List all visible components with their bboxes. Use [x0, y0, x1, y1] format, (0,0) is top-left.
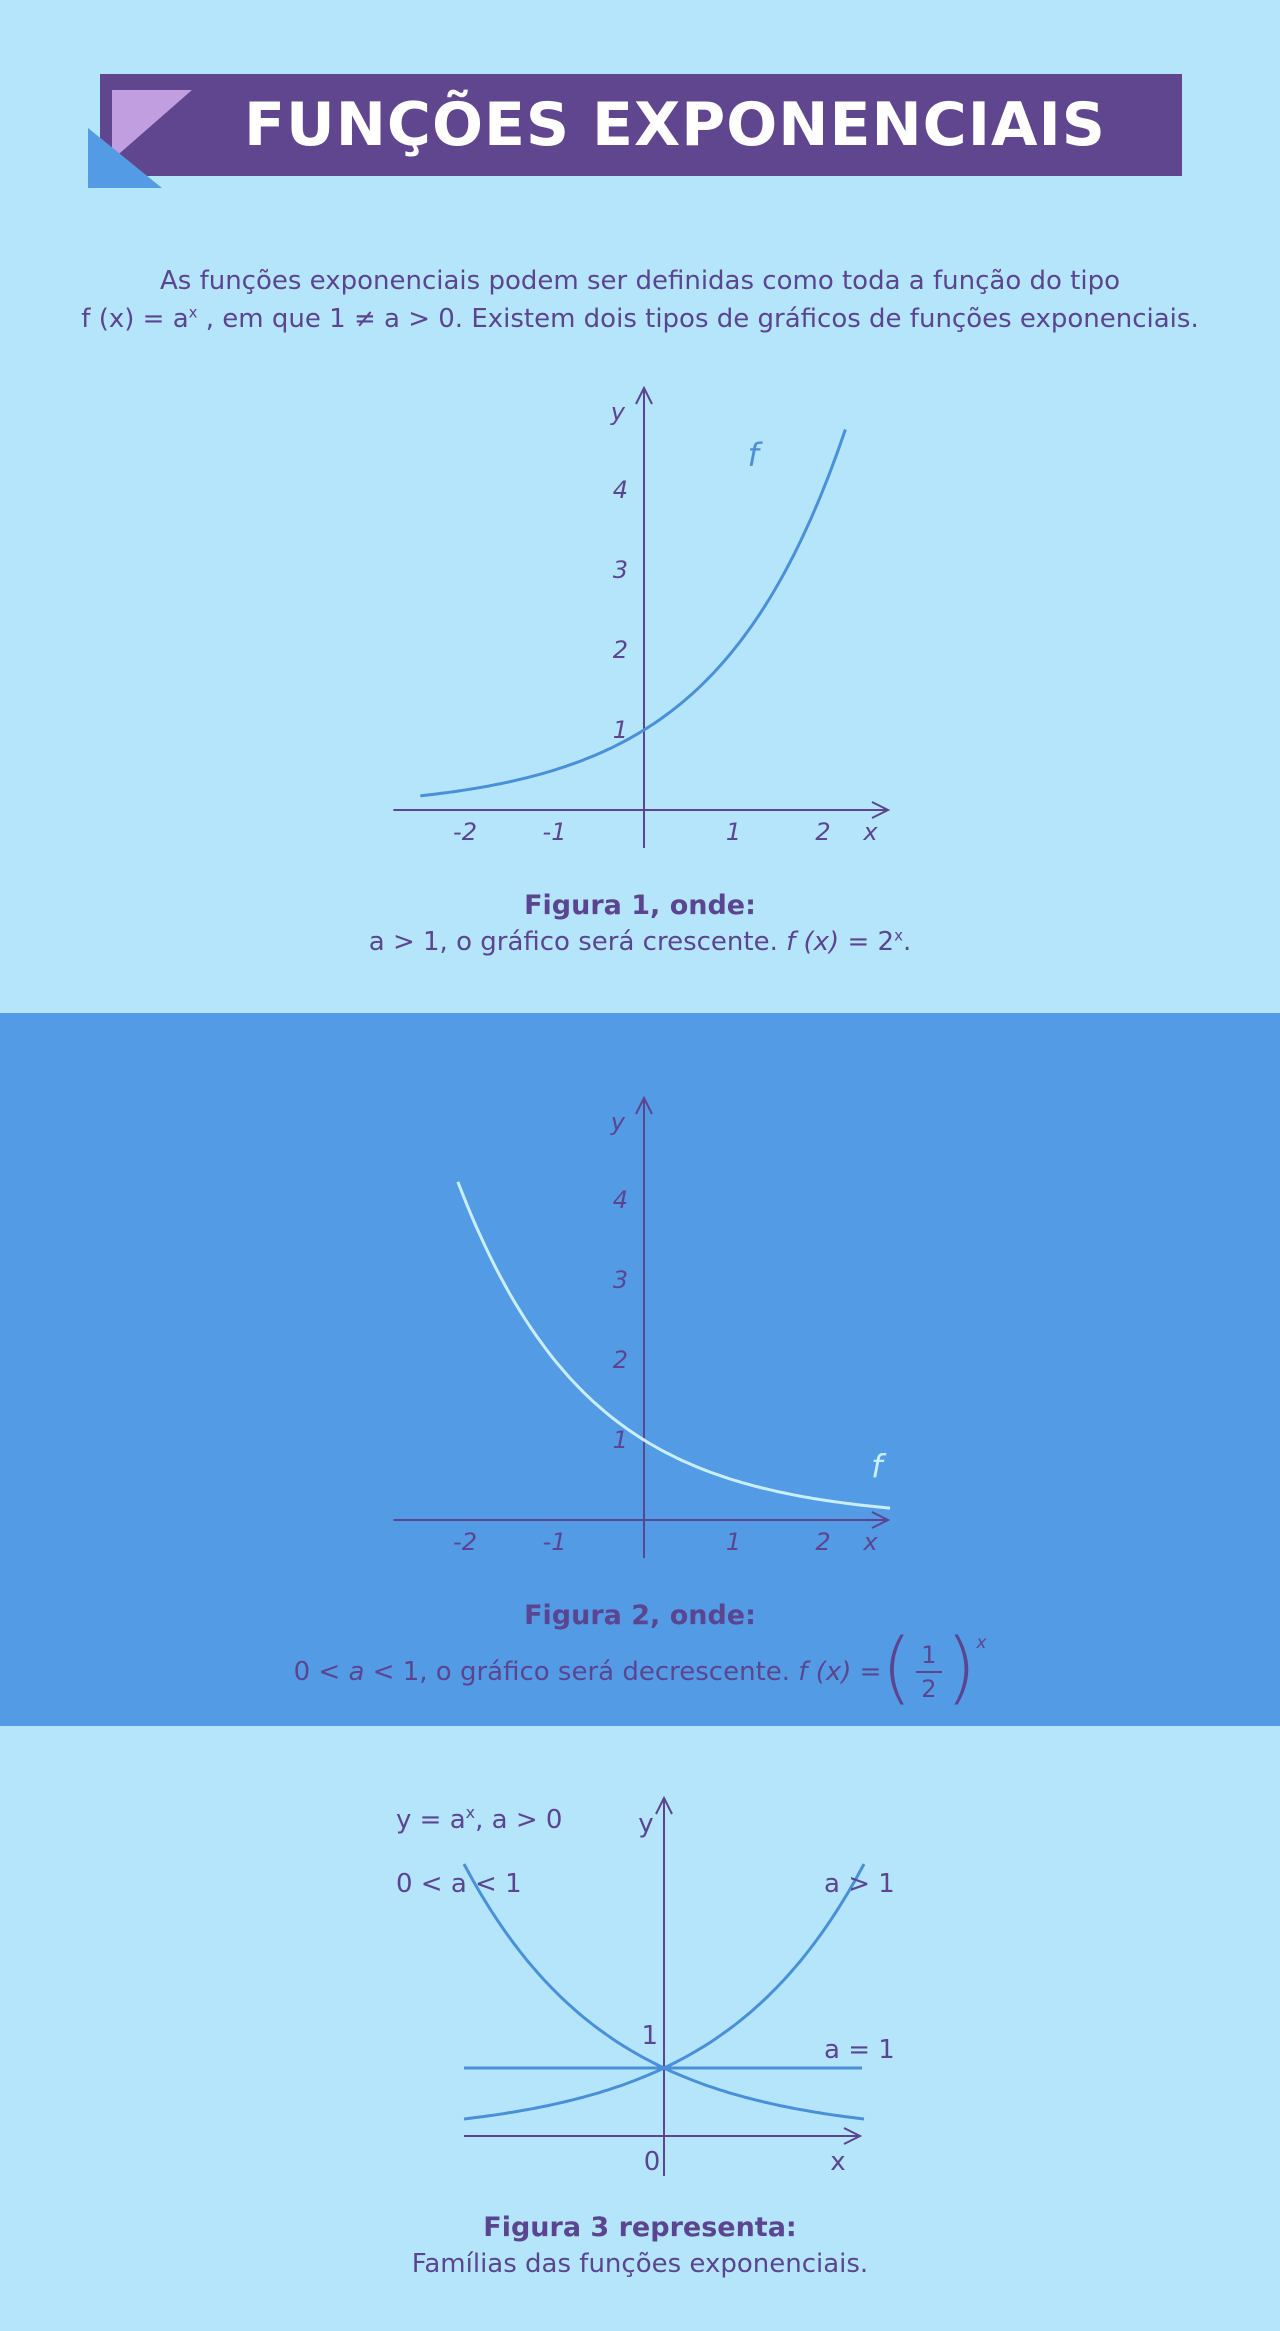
figure-3-x-axis-label: x: [830, 2147, 845, 2177]
figure-2-x-arrow-icon: [871, 1511, 891, 1529]
figure-2-exp: x: [976, 1633, 987, 1653]
figure-1-condition: a > 1, o gráfico será crescente.: [368, 927, 787, 957]
figure-1-end: .: [902, 927, 912, 957]
figure-2-eq: =: [851, 1657, 882, 1687]
figure-2-x-tick-label: 2: [815, 1528, 830, 1556]
figure-2-chart: -2 -1 1 2 1 2 3 4 y x f: [393, 1095, 891, 1558]
figure-1-y-tick-label: 2: [613, 636, 628, 664]
figure-2-y-axis-label: y: [610, 1108, 626, 1136]
figure-1-caption-title: Figura 1, onde:: [524, 890, 756, 921]
figure-2-x-tick-label: 1: [726, 1528, 741, 1556]
figure-2-y-arrow-icon: [635, 1095, 653, 1115]
figure-2-curve: [456, 1181, 891, 1510]
figure-2-caption: Figura 2, onde: 0 < a < 1, o gráfico ser…: [0, 1600, 1280, 1707]
figure-3-x-arrow-icon: [843, 2127, 863, 2145]
figure-2-caption-body: 0 < a < 1, o gráfico será decrescente. f…: [293, 1629, 987, 1707]
intro-line-2: f (x) = ax , em que 1 ≠ a > 0. Existem d…: [0, 300, 1280, 338]
intro-text: As funções exponenciais podem ser defini…: [0, 262, 1280, 338]
figure-3-family-label: y = ax, a > 0: [396, 1803, 562, 1835]
figure-3-decreasing-label: 0 < a < 1: [396, 1869, 522, 1899]
figure-1-y-tick-label: 4: [613, 476, 628, 504]
figure-1-exp: x: [894, 926, 903, 945]
figure-2-y-tick-label: 4: [613, 1186, 628, 1214]
figure-3-chart: y = ax, a > 0 0 < a < 1 a > 1 a = 1 1 0 y x: [396, 1795, 895, 2177]
page-title: FUNÇÕES EXPONENCIAIS: [243, 90, 1107, 160]
figure-2-y-tick-label: 2: [613, 1346, 628, 1374]
figure-2-caption-title: Figura 2, onde:: [524, 1600, 756, 1631]
figure-2-x-tick-label: -1: [543, 1528, 567, 1556]
figure-2-fx: f (x): [798, 1657, 852, 1687]
figure-1-y-tick-label: 3: [613, 556, 628, 584]
figure-2-cond-a: 0 <: [293, 1657, 349, 1687]
fraction-denominator: 2: [921, 1675, 937, 1703]
figure-1-y-arrow-icon: [635, 385, 653, 405]
figure-2-curve-label: f: [871, 1448, 887, 1486]
figure-1-x-tick-label: -1: [543, 818, 567, 846]
figure-3-y-tick-label: 1: [641, 2021, 658, 2051]
figure-3-increasing-label: a > 1: [824, 1869, 895, 1899]
figure-2-y-tick-label: 1: [613, 1426, 628, 1454]
figure-3-caption: Figura 3 representa: Famílias das funçõe…: [0, 2212, 1280, 2279]
figure-1-caption: Figura 1, onde: a > 1, o gráfico será cr…: [0, 890, 1280, 957]
banner-triangle-purple: [112, 90, 192, 160]
intro-formula-base: f (x) = a: [81, 304, 189, 334]
figure-1-x-arrow-icon: [871, 801, 891, 819]
figure-1-chart: -2 -1 1 2 1 2 3 4 y x f: [393, 385, 891, 848]
figure-1-y-tick-label: 1: [613, 716, 628, 744]
banner-triangle-blue: [88, 128, 162, 188]
right-paren: ): [945, 1623, 977, 1713]
figure-3-caption-title: Figura 3 representa:: [483, 2212, 797, 2243]
figure-2-band: [0, 1013, 1280, 1726]
figure-1-eq: = 2: [839, 927, 895, 957]
figure-1-fx: f (x): [786, 927, 840, 957]
figure-1-x-tick-label: 2: [815, 818, 830, 846]
figure-3-origin-label: 0: [644, 2147, 661, 2177]
figure-2-y-tick-label: 3: [613, 1266, 628, 1294]
fraction-bar: [915, 1671, 942, 1673]
figure-2-cond-b: < 1, o gráfico será decrescente.: [364, 1657, 799, 1687]
figure-1-caption-body: a > 1, o gráfico será crescente. f (x) =…: [0, 927, 1280, 957]
figure-3-y-arrow-icon: [655, 1795, 673, 1815]
intro-line-2-rest: , em que 1 ≠ a > 0. Existem dois tipos d…: [197, 304, 1199, 334]
figure-2-fraction: ( 1 2 ) x: [881, 1629, 986, 1707]
fraction-body: 1 2: [915, 1639, 942, 1705]
figure-3-constant-label: a = 1: [824, 2035, 895, 2065]
figure-2-x-tick-label: -2: [453, 1528, 477, 1556]
figure-1-x-tick-label: -2: [453, 818, 477, 846]
intro-formula-exp: x: [188, 303, 198, 322]
figure-1-x-tick-label: 1: [726, 818, 741, 846]
figure-1-y-axis-label: y: [610, 398, 626, 426]
figure-1-x-axis-label: x: [862, 818, 878, 846]
fraction-numerator: 1: [921, 1641, 937, 1669]
title-banner: [100, 74, 1182, 176]
figure-2-x-axis-label: x: [862, 1528, 878, 1556]
left-paren: (: [881, 1623, 912, 1713]
figure-3-y-axis-label: y: [638, 1809, 653, 1839]
figure-1-curve: [420, 429, 847, 798]
banner-decoration: [88, 90, 192, 188]
intro-line-1: As funções exponenciais podem ser defini…: [159, 266, 1121, 296]
figure-2-cond-var: a: [348, 1657, 365, 1687]
figure-3-caption-body: Famílias das funções exponenciais.: [411, 2249, 869, 2279]
figure-1-curve-label: f: [748, 436, 764, 474]
